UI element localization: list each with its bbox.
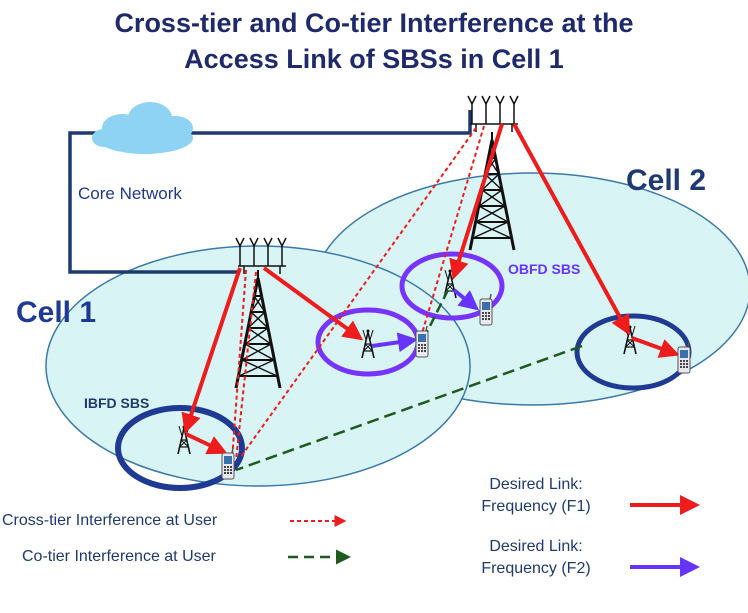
user-phone-icon <box>221 447 235 480</box>
cross-tier-interference-line <box>419 125 485 341</box>
diagram-title-line2: Access Link of SBSs in Cell 1 <box>184 44 564 74</box>
legend-cross-tier-label: Cross-tier Interference at User <box>2 512 218 529</box>
legend-desired-f1-freq: Frequency (F1) <box>481 498 591 515</box>
cross-tier-interference-line <box>235 271 257 461</box>
desired-link-f2 <box>371 332 418 353</box>
desired-link-f1 <box>185 432 228 455</box>
user-phone-icon <box>415 325 429 358</box>
desired-link-f1 <box>512 123 630 336</box>
core-network-link-cell2 <box>190 110 472 135</box>
cell1-label: Cell 1 <box>16 296 97 329</box>
desired-link-f2 <box>452 288 480 311</box>
obfd-sbs-coverage-ring-cell2 <box>399 251 505 321</box>
core-network-label: Core Network <box>78 184 182 203</box>
macro-bs-antennas-icon-cell2 <box>467 95 519 133</box>
obfd-sbs-label: OBFD SBS <box>508 261 581 277</box>
desired-link-f1 <box>262 266 364 341</box>
user-phone-icon <box>479 293 493 326</box>
diagram-title-line1: Cross-tier and Co-tier Interference at t… <box>114 8 634 38</box>
user-phone-icon <box>677 341 691 374</box>
cell2-label: Cell 2 <box>626 164 707 197</box>
desired-link-f1 <box>631 336 680 358</box>
desired-link-f1 <box>449 123 504 280</box>
cross-tier-interference-line <box>231 269 247 461</box>
ibfd-sbs-coverage-ring <box>115 405 245 491</box>
cell1-area <box>45 245 471 487</box>
cross-tier-interference-line <box>239 127 477 459</box>
legend-desired-f1-title: Desired Link: <box>489 476 583 493</box>
co-tier-interference-line <box>235 344 583 472</box>
legend-co-tier-label: Co-tier Interference at User <box>22 548 216 565</box>
ibfd-sbs-label: IBFD SBS <box>84 395 150 411</box>
cloud-icon <box>92 102 193 154</box>
core-network-link-cell1 <box>68 131 240 274</box>
legend-desired-f2-title: Desired Link: <box>489 538 583 555</box>
desired-link-f1 <box>181 267 242 434</box>
legend-desired-f2-freq: Frequency (F2) <box>481 560 591 577</box>
